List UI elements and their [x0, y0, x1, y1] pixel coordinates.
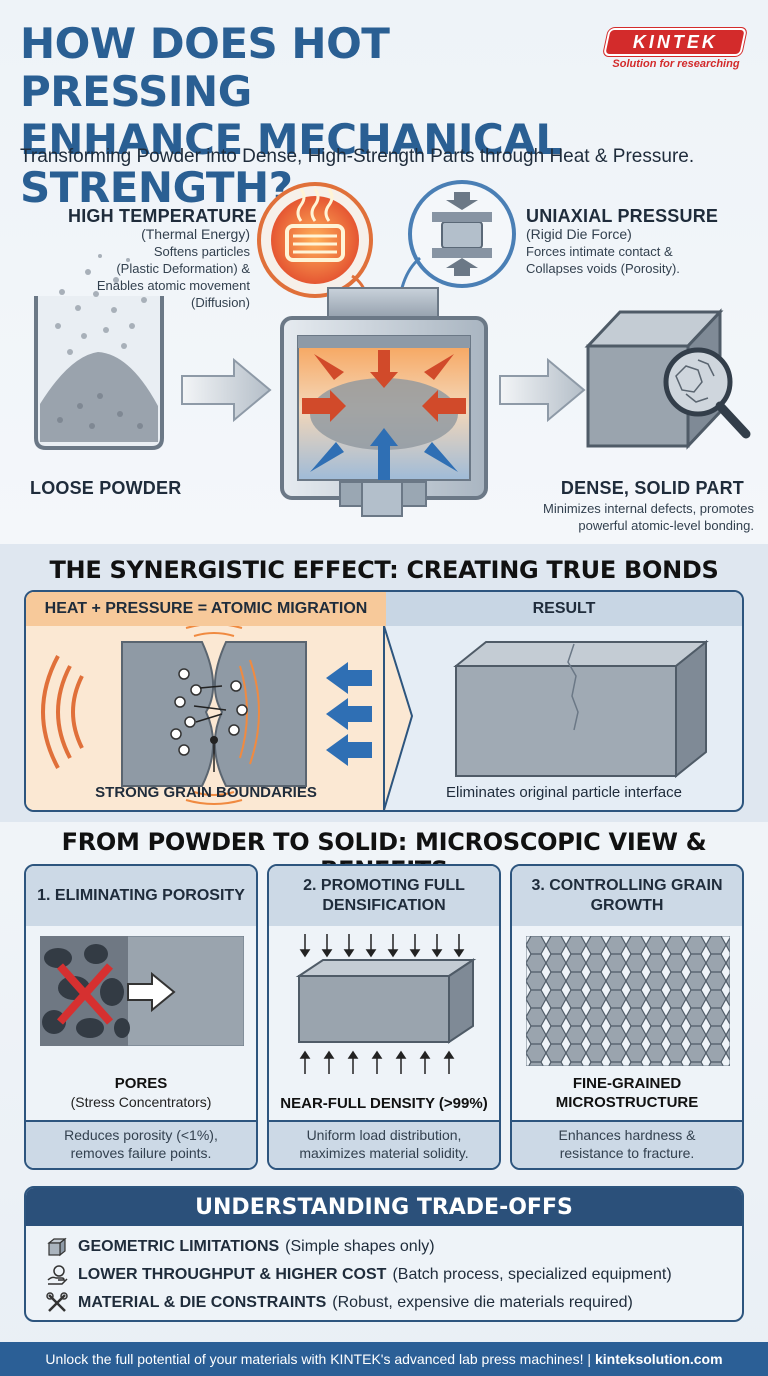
synergy-left-head: HEAT + PRESSURE = ATOMIC MIGRATION — [26, 592, 386, 626]
footer-link[interactable]: kinteksolution.com — [594, 1351, 723, 1367]
densification-desc: Uniform load distribution, maximizes mat… — [299, 1127, 469, 1161]
synergy-panel: HEAT + PRESSURE = ATOMIC MIGRATION RESUL… — [24, 590, 744, 812]
tradeoff-geometric: GEOMETRIC LIMITATIONS(Simple shapes only… — [46, 1236, 435, 1258]
process-diagram — [34, 180, 751, 517]
synergy-illustration — [41, 626, 709, 810]
pressure-icon — [408, 180, 516, 288]
porosity-illustration — [40, 936, 244, 1046]
synergy-right-head: RESULT — [386, 592, 742, 626]
hand-coin-icon — [47, 1265, 68, 1285]
kintek-logo[interactable]: KINTEK — [603, 28, 747, 56]
card-porosity: 1. ELIMINATING POROSITY PORES (Stress Co… — [24, 864, 258, 1170]
densification-illustration — [295, 934, 477, 1074]
card-grain-growth: 3. CONTROLLING GRAIN GROWTH FINE-GRAINED… — [510, 864, 744, 1170]
pores-sub: (Stress Concentrators) — [70, 1094, 212, 1110]
logo-tagline: Solution for researching — [612, 58, 740, 70]
tradeoff-material: MATERIAL & DIE CONSTRAINTS(Robust, expen… — [46, 1292, 633, 1314]
tools-icon — [46, 1292, 68, 1312]
uniaxial-pressure-desc: (Rigid Die Force) Forces intimate contac… — [526, 226, 680, 276]
heat-icon — [257, 182, 373, 298]
result-caption: Eliminates original particle interface — [446, 784, 682, 801]
uniaxial-pressure-label: UNIAXIAL PRESSURE — [526, 206, 719, 226]
high-temperature-label: HIGH TEMPERATURE — [68, 206, 257, 226]
tradeoff-throughput: LOWER THROUGHPUT & HIGHER COST(Batch pro… — [46, 1264, 672, 1286]
card-porosity-head: 1. ELIMINATING POROSITY — [26, 866, 256, 926]
loose-powder-icon — [34, 254, 164, 450]
card-densification: 2. PROMOTING FULL DENSIFICATION NEAR-FUL… — [267, 864, 501, 1170]
tradeoffs-title: UNDERSTANDING TRADE-OFFS — [26, 1188, 742, 1226]
synergy-title: THE SYNERGISTIC EFFECT: CREATING TRUE BO… — [49, 556, 719, 584]
pores-label: PORES — [114, 1075, 168, 1092]
dense-part-desc: Minimizes internal defects, promotes pow… — [543, 501, 754, 533]
loose-powder-label: LOOSE POWDER — [30, 478, 182, 498]
porosity-desc: Reduces porosity (<1%), removes failure … — [64, 1127, 218, 1161]
magnifier-icon — [663, 347, 751, 439]
grain-growth-desc: Enhances hardness & resistance to fractu… — [558, 1127, 696, 1161]
card-grain-growth-head: 3. CONTROLLING GRAIN GROWTH — [512, 866, 742, 926]
near-full-density-label: NEAR-FULL DENSITY (>99%) — [280, 1095, 488, 1112]
page-subtitle: Transforming Powder into Dense, High-Str… — [20, 146, 695, 167]
result-block — [453, 639, 709, 779]
hot-press-diagram — [280, 287, 488, 517]
cube-icon — [47, 1237, 67, 1257]
strong-grain-boundaries-label: STRONG GRAIN BOUNDARIES — [95, 784, 317, 801]
card-densification-head: 2. PROMOTING FULL DENSIFICATION — [269, 866, 499, 926]
fine-grained-label: FINE-GRAINED MICROSTRUCTURE — [555, 1075, 699, 1111]
high-temperature-desc: (Thermal Energy) Softens particles (Plas… — [96, 226, 250, 310]
grain-structure-illustration — [526, 936, 730, 1066]
tradeoffs-panel: UNDERSTANDING TRADE-OFFS GEOMETRIC LIMIT… — [24, 1186, 744, 1322]
footer-banner: Unlock the full potential of your materi… — [0, 1342, 768, 1376]
dense-part-label: DENSE, SOLID PART — [560, 478, 744, 498]
page-title: HOW DOES HOT PRESSING ENHANCE MECHANICAL… — [20, 19, 562, 212]
